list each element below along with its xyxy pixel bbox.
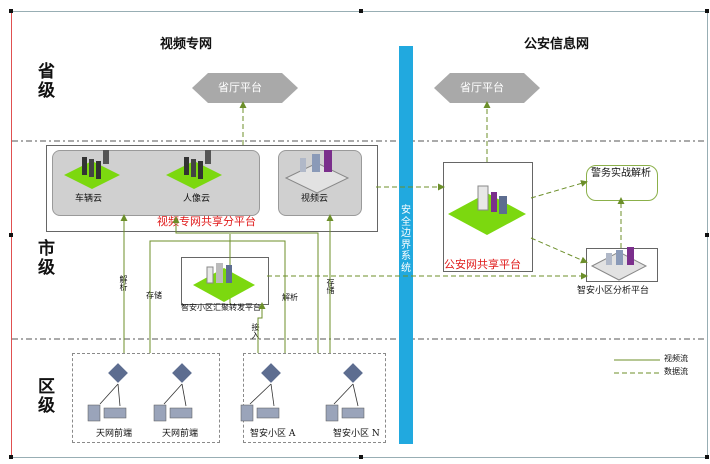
resize-handle-bc[interactable] <box>359 455 363 459</box>
video-cloud-label: 视频云 <box>301 194 329 204</box>
flow-police-to-ops <box>530 180 588 199</box>
community-forward-label: 智安小区汇聚转发平台 <box>181 303 261 312</box>
flow-community-parse <box>172 216 319 353</box>
front-end-2: 天网前端 <box>162 429 199 439</box>
legend-video-flow: 视频流 <box>664 354 688 363</box>
vehicle-cloud-label: 车辆云 <box>75 194 103 204</box>
province-platform-left-hex <box>192 73 298 103</box>
front-end-3: 智安小区 A <box>250 429 296 439</box>
camera-icons <box>87 404 365 422</box>
province-platform-left: 省厅平台 <box>218 81 262 94</box>
resize-handle-mr[interactable] <box>705 233 709 237</box>
face-cloud-icon <box>166 150 222 189</box>
flow-police-to-analysis <box>530 237 588 264</box>
resize-handle-br[interactable] <box>705 455 709 459</box>
vehicle-cloud-icon <box>64 150 120 189</box>
security-barrier-bar <box>399 46 413 444</box>
community-analysis-icon <box>590 247 648 281</box>
skynet-group <box>72 353 220 443</box>
edge-label-access: 接入 <box>251 323 260 339</box>
province-platform-right-hex <box>434 73 540 103</box>
edge-label-store: 存储 <box>146 291 162 300</box>
police-share-platform-label: 公安网共享平台 <box>444 258 521 271</box>
resize-handle-tr[interactable] <box>705 9 709 13</box>
front-end-4: 智安小区 N <box>333 429 380 439</box>
security-barrier-label: 安全边界系统 <box>401 205 411 274</box>
resize-handle-tl[interactable] <box>9 9 13 13</box>
front-end-1: 天网前端 <box>96 429 133 439</box>
community-forward-icon <box>193 263 255 302</box>
edge-label-parse-2: 解析 <box>282 293 298 302</box>
police-ops-label: 警务实战解析 <box>591 168 651 179</box>
resize-handle-ml[interactable] <box>9 233 13 237</box>
skynet-front-end-icons <box>108 363 363 383</box>
level-district: 区级 <box>38 377 55 416</box>
police-net-header: 公安信息网 <box>524 37 590 52</box>
level-city: 市级 <box>38 239 55 278</box>
province-platform-right: 省厅平台 <box>460 81 504 94</box>
police-platform-icon <box>448 185 526 235</box>
resize-handle-bl[interactable] <box>9 455 13 459</box>
community-analysis-label: 智安小区分析平台 <box>577 286 650 296</box>
flow-skynet-store <box>149 240 286 353</box>
face-cloud-label: 人像云 <box>183 194 211 204</box>
video-cloud-icon <box>284 150 350 194</box>
flow-forward-up <box>257 302 266 353</box>
resize-handle-tc[interactable] <box>359 9 363 13</box>
level-province: 省级 <box>38 62 55 101</box>
legend-data-flow: 数据流 <box>664 367 688 376</box>
video-share-platform-label: 视频专网共享分平台 <box>157 215 256 228</box>
video-net-header: 视频专网 <box>160 37 213 52</box>
